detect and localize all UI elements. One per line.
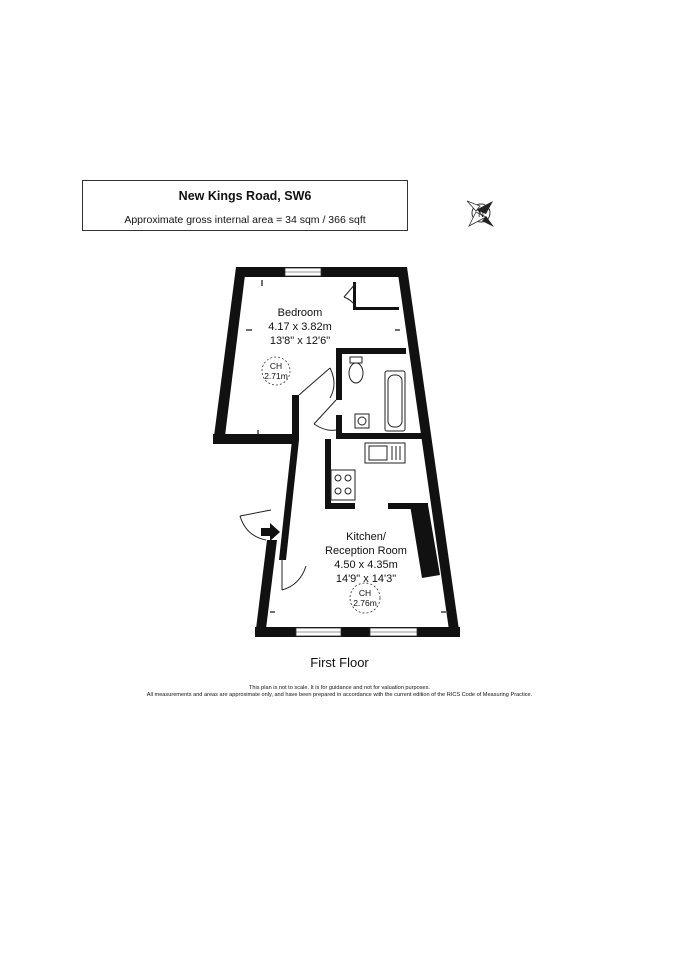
kitchen-metric: 4.50 x 4.35m	[334, 559, 398, 571]
kitchen-label: Kitchen/ Reception Room 4.50 x 4.35m 14'…	[305, 530, 427, 586]
doors	[239, 282, 357, 591]
kitchen-fixtures	[330, 442, 406, 501]
kitchen-name-line2: Reception Room	[325, 545, 407, 557]
kitchen-ch-value: 2.76m	[353, 598, 377, 608]
title-box: New Kings Road, SW6 Approximate gross in…	[82, 180, 408, 231]
kitchen-imperial: 14'9" x 14'3"	[335, 573, 397, 585]
property-title: New Kings Road, SW6	[178, 189, 312, 203]
bedroom-label: Bedroom 4.17 x 3.82m 13'8" x 12'6"	[240, 306, 360, 348]
floor-label: First Floor	[310, 655, 369, 670]
bedroom-ch-value: 2.71m	[264, 371, 288, 381]
north-compass-icon: N	[466, 200, 494, 227]
disclaimer-line1: This plan is not to scale. It is for gui…	[249, 685, 430, 691]
ch-marker-bedroom	[261, 356, 291, 386]
area-summary: Approximate gross internal area = 34 sqm…	[124, 214, 366, 226]
kitchen-name-line1: Kitchen/	[346, 531, 386, 543]
kitchen-ch-label: CH	[358, 588, 372, 598]
bedroom-ceiling-height: CH 2.71m	[256, 361, 296, 381]
kitchen-ceiling-height: CH 2.76m	[345, 588, 385, 608]
compass-north-letter: N	[478, 210, 484, 219]
ch-marker-kitchen	[349, 582, 381, 614]
bedroom-imperial: 13'8" x 12'6"	[269, 335, 331, 347]
outer-walls	[213, 267, 460, 637]
bedroom-name: Bedroom	[277, 307, 323, 319]
bedroom-metric: 4.17 x 3.82m	[268, 321, 332, 333]
windows	[284, 267, 418, 637]
radiator-markers	[246, 280, 446, 613]
bedroom-ch-label: CH	[269, 361, 283, 371]
bathroom-fixtures	[348, 356, 406, 432]
disclaimer-line2: All measurements and areas are approxima…	[146, 692, 533, 698]
inner-walls	[279, 282, 428, 560]
entrance-arrow-icon	[261, 523, 280, 541]
